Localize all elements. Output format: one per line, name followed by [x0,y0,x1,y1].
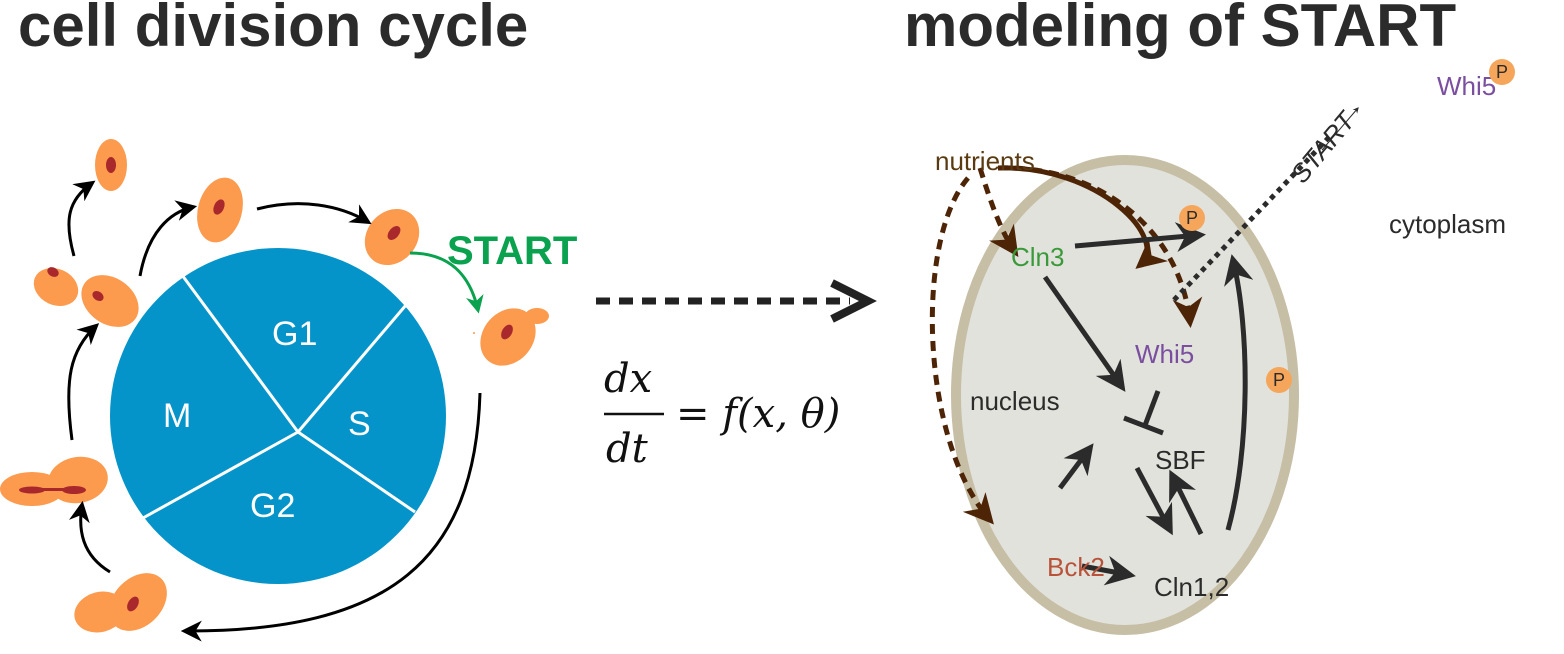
phospho-badge: P [1179,205,1205,231]
cell-cycle-wheel: G1 S G2 M [110,248,446,584]
bck2-activates-sbf [1058,443,1094,490]
eq-numerator: dx [604,356,652,402]
yeast-cell [95,139,127,191]
start-label-green: START [447,229,577,273]
right-title: modeling of START [904,0,1456,59]
yeast-cells [0,139,549,633]
nucleus-membrane [951,155,1299,635]
arrow-to-separation [67,323,100,441]
phase-label-g1: G1 [272,315,317,353]
ode-equation: dx dt = f(x, θ) [604,356,840,472]
sbf-activates-cln12 [1134,466,1173,536]
yeast-cell [364,208,420,266]
yeast-cell-separating [33,267,139,327]
whi5-inhibits-sbf [1141,390,1161,429]
phase-label-m: M [163,397,191,435]
nutrients-to-whi5 [997,165,1203,328]
yeast-cell [197,177,243,243]
node-cln12: Cln1,2 [1154,572,1229,602]
cln12-activates-sbf [1169,469,1204,536]
cln3-phosphorylates-whi5 [1074,222,1206,253]
model-arrow-head [830,279,877,323]
cycle-circle [110,248,446,584]
cycle-arrows [67,180,482,642]
arrow-to-g1-cell [138,200,198,277]
eq-rhs: = f(x, θ) [676,391,840,437]
phase-divider [296,304,408,433]
left-title: cell division cycle [18,0,528,59]
yeast-cell-budding [74,573,167,633]
phospho-badge: P [1266,367,1292,393]
whi5-export-arrowhead [1321,107,1359,151]
label-nucleus: nucleus [970,386,1060,416]
whi5-export-dotted [1172,132,1334,302]
phase-label-s: S [348,405,371,443]
node-bck2: Bck2 [1047,552,1105,582]
svg-text:P: P [1186,208,1198,228]
nutrients-to-bck2 [929,176,994,525]
node-whi5-phosphorylated: Whi5 [1437,71,1496,101]
node-whi5: Whi5 [1135,339,1194,369]
yeast-cell-budding [473,308,549,366]
cln12-phosphorylates-whi5 [1224,254,1254,531]
nutrient-arrows [929,165,1203,525]
bck2-activates-cln12 [1081,555,1136,586]
node-cln3: Cln3 [1011,242,1064,272]
nutrients-to-cln3 [977,167,1019,257]
yeast-cell-dividing [0,456,108,506]
start-arrow [409,251,484,314]
svg-text:P: P [1496,62,1508,82]
start-transition-label: START [1285,105,1363,189]
eq-denominator: dt [606,426,649,472]
network-arrows [1042,222,1254,586]
cln3-activates-sbf [1042,275,1126,392]
arrow-to-prestart-cell [256,202,372,225]
node-nutrients: nutrients [935,146,1035,176]
label-cytoplasm: cytoplasm [1389,209,1506,239]
phase-divider [142,430,299,520]
whi5-inhibit-bar [1123,415,1164,436]
phase-divider [297,430,416,514]
node-sbf: SBF [1155,445,1206,475]
arrow-budding-to-mitosis [180,392,482,642]
phase-label-g2: G2 [250,487,295,525]
svg-text:P: P [1273,370,1285,390]
arrow-to-division [68,500,111,574]
arrow-to-daughter [67,180,96,257]
phospho-badge: P [1489,59,1515,85]
phase-divider [180,274,300,433]
